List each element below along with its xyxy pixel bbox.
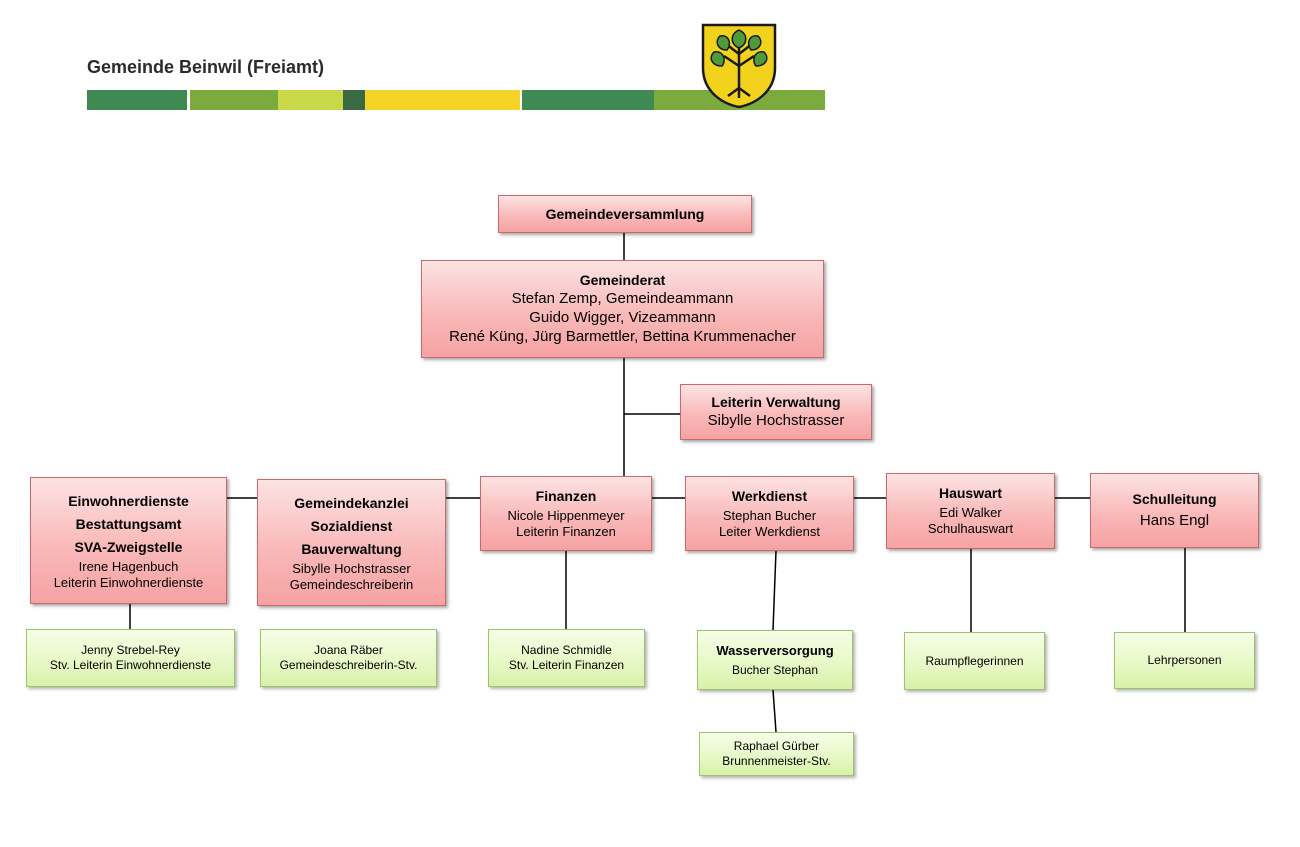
header-stripe-4 [343,90,365,110]
sub-box-water-supply: Wasserversorgung Bucher Stephan [697,630,853,690]
sub-role: Brunnenmeister-Stv. [722,754,831,768]
council-box: Gemeinderat Stefan Zemp, Gemeindeammann … [421,260,824,358]
header-stripe-1 [87,90,187,110]
header-stripe-5 [365,90,520,110]
assembly-title: Gemeindeversammlung [545,205,705,222]
council-title: Gemeinderat [579,272,666,288]
department-box-finance: Finanzen Nicole Hippenmeyer Leiterin Fin… [480,476,652,551]
sub-name: Raumpflegerinnen [925,653,1024,668]
department-head-name: Stephan Bucher [722,507,817,523]
admin-head-box: Leiterin Verwaltung Sibylle Hochstrasser [680,384,872,440]
admin-head-title: Leiterin Verwaltung [711,394,841,410]
sub-name: Joana Räber [314,643,383,657]
department-title: Einwohnerdienste [68,493,189,509]
department-head-name: Edi Walker [939,505,1002,520]
sub-box-cleaners: Raumpflegerinnen [904,632,1045,690]
council-member-line: Stefan Zemp, Gemeindeammann [511,290,734,307]
sub-box-well-master-deputy: Raphael Gürber Brunnenmeister-Stv. [699,732,854,776]
sub-box-residents-deputy: Jenny Strebel-Rey Stv. Leiterin Einwohne… [26,629,235,687]
sub-box-teachers: Lehrpersonen [1114,632,1255,689]
sub-title: Wasserversorgung [716,642,834,658]
department-title: Hauswart [938,485,1003,501]
assembly-box: Gemeindeversammlung [498,195,752,233]
department-title: Bestattungsamt [75,516,182,532]
sub-name: Nadine Schmidle [521,643,612,657]
header-stripe-6 [522,90,654,110]
department-box-caretaker: Hauswart Edi Walker Schulhauswart [886,473,1055,549]
department-box-chancellery: Gemeindekanzlei Sozialdienst Bauverwaltu… [257,479,446,606]
municipality-title: Gemeinde Beinwil (Freiamt) [87,57,325,77]
header-stripe-2 [190,90,278,110]
council-member-line: Guido Wigger, Vizeammann [529,309,716,326]
department-title: Bauverwaltung [301,541,402,557]
department-head-name: Nicole Hippenmeyer [507,507,625,523]
department-title: Gemeindekanzlei [294,495,409,511]
department-head-role: Leiter Werkdienst [719,523,820,539]
department-title: Sozialdienst [310,518,393,534]
sub-role: Stv. Leiterin Finanzen [508,658,625,672]
department-title: SVA-Zweigstelle [74,539,183,555]
council-member-line: René Küng, Jürg Barmettler, Bettina Krum… [449,328,796,345]
sub-name: Jenny Strebel-Rey [81,643,180,657]
sub-name: Lehrpersonen [1147,653,1222,667]
department-title: Werkdienst [731,487,808,504]
department-box-residents: Einwohnerdienste Bestattungsamt SVA-Zwei… [30,477,227,604]
department-head-name: Irene Hagenbuch [78,559,179,574]
sub-box-finance-deputy: Nadine Schmidle Stv. Leiterin Finanzen [488,629,645,687]
department-head-role: Gemeindeschreiberin [289,577,414,592]
department-head-name: Hans Engl [1139,512,1210,529]
department-head-role: Leiterin Finanzen [516,523,616,539]
department-box-works: Werkdienst Stephan Bucher Leiter Werkdie… [685,476,854,551]
sub-box-chancellery-deputy: Joana Räber Gemeindeschreiberin-Stv. [260,629,437,687]
sub-role: Gemeindeschreiberin-Stv. [279,658,418,672]
sub-name: Bucher Stephan [731,662,819,677]
department-title: Schulleitung [1132,491,1217,507]
department-box-school: Schulleitung Hans Engl [1090,473,1259,548]
department-head-role: Leiterin Einwohnerdienste [53,575,204,590]
department-title: Finanzen [535,487,597,504]
sub-role: Stv. Leiterin Einwohnerdienste [49,658,212,672]
department-head-name: Sibylle Hochstrasser [292,561,411,576]
coat-of-arms-icon [701,23,777,108]
admin-head-name: Sibylle Hochstrasser [707,412,845,429]
department-head-role: Schulhauswart [927,521,1014,536]
header-stripe-3 [278,90,343,110]
sub-name: Raphael Gürber [733,739,820,753]
